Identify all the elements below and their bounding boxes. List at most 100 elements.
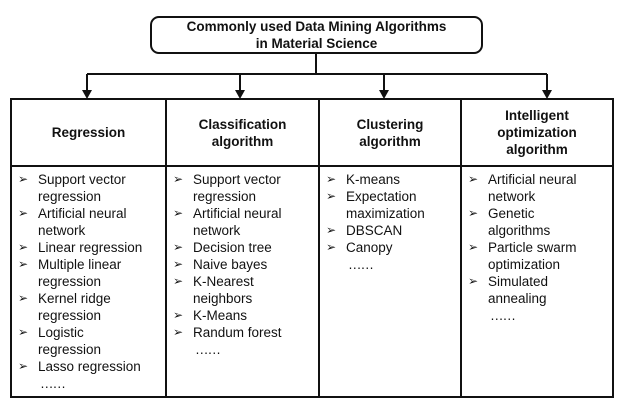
list-item-text: Decision tree [193,240,272,255]
arrowhead-bullet-icon: ➢ [468,206,479,220]
list-item-text: Canopy [346,240,393,255]
list-item-text: K-Means [193,308,248,323]
list-item-text: regression [38,189,102,204]
list-item-text: …… [40,376,66,391]
list-item-text: K-means [346,172,401,187]
column-header-line: Regression [51,125,126,140]
list-item: ➢ Canopy [326,239,460,256]
list-item: ➢ Decision tree [173,239,318,256]
arrowhead-bullet-icon: ➢ [326,172,337,186]
list-item-text: Randum forest [193,325,282,340]
list-item-text: Support vector [38,172,126,187]
list-item-text: neighbors [193,291,253,306]
list-item-text: Naive bayes [193,257,268,272]
column-header-line: Classification [198,116,287,132]
list-item: network [468,188,612,205]
column-header-line: Intelligent [505,108,569,123]
list-item-text: regression [193,189,257,204]
list-item-text: regression [38,274,102,289]
arrowhead-bullet-icon: ➢ [18,206,29,220]
list-item: annealing [468,290,612,307]
arrowhead-bullet-icon: ➢ [18,291,29,305]
list-item: ➢ Artificial neural [468,171,612,188]
list-item: ➢ Support vector [18,171,165,188]
list-item: ➢ Lasso regression [18,358,165,375]
list-item-text: Logistic [38,325,84,340]
list-item-text: Support vector [193,172,281,187]
arrowhead-bullet-icon: ➢ [173,325,184,339]
arrowhead-bullet-icon: ➢ [173,257,184,271]
arrowhead-bullet-icon: ➢ [468,274,479,288]
list-item: …… [173,341,318,358]
column-header-line: optimization [497,125,577,140]
list-item-text: network [38,223,86,238]
arrowhead-bullet-icon: ➢ [18,257,29,271]
list-item: regression [18,307,165,324]
arrowhead-bullet-icon: ➢ [173,206,184,220]
column-header-line: Clustering [356,116,424,132]
list-item-text: Expectation [346,189,417,204]
list-item: …… [468,307,612,324]
list-item: algorithms [468,222,612,239]
list-item: neighbors [173,290,318,307]
list-item-text: DBSCAN [346,223,403,238]
list-item: network [173,222,318,239]
list-item: ➢ Simulated [468,273,612,290]
list-item-text: Artificial neural [488,172,577,187]
list-item: ➢ K-means [326,171,460,188]
arrowhead-bullet-icon: ➢ [326,189,337,203]
list-item-text: Artificial neural [193,206,282,221]
list-item: ➢ Artificial neural [173,205,318,222]
column-header-line: algorithm [359,133,421,149]
arrowhead-bullet-icon: ➢ [468,172,479,186]
list-item: ➢ Linear regression [18,239,165,256]
list-item: …… [326,256,460,273]
list-item-text: Particle swarm [488,240,577,255]
arrowhead-bullet-icon: ➢ [173,240,184,254]
list-item-text: Kernel ridge [38,291,111,306]
list-item: ➢ Logistic [18,324,165,341]
list-item-text: Lasso regression [38,359,141,374]
arrowhead-bullet-icon: ➢ [18,325,29,339]
list-item: …… [18,375,165,392]
list-item: ➢ Naive bayes [173,256,318,273]
list-item: ➢ Expectation [326,188,460,205]
list-item: ➢K-Nearest [173,273,318,290]
list-item-text: optimization [488,257,561,272]
arrowhead-bullet-icon: ➢ [18,359,29,373]
list-item-text: regression [38,342,102,357]
column-header: Regression [12,100,165,167]
list-item: regression [173,188,318,205]
root-title-line-1: Commonly used Data Mining Algorithms [186,19,447,34]
list-item: ➢Artificial neural [18,205,165,222]
list-item: regression [18,273,165,290]
list-item-text: network [193,223,241,238]
list-item: optimization [468,256,612,273]
arrowhead-bullet-icon: ➢ [18,240,29,254]
root-title-box: Commonly used Data Mining Algorithms in … [150,16,483,54]
arrowhead-bullet-icon: ➢ [18,172,29,186]
list-item: ➢Particle swarm [468,239,612,256]
list-item: maximization [326,205,460,222]
list-item-text: K-Nearest [193,274,254,289]
list-item: ➢ Genetic [468,205,612,222]
list-item-text: …… [348,257,374,272]
list-item-text: Simulated [488,274,549,289]
list-item-text: Genetic [488,206,535,221]
arrowhead-bullet-icon: ➢ [326,240,337,254]
list-item-text: …… [195,342,221,357]
list-item-text: Linear regression [38,240,143,255]
list-item: ➢Support vector [173,171,318,188]
column-header-line: algorithm [211,133,274,149]
list-item-text: algorithms [488,223,551,238]
